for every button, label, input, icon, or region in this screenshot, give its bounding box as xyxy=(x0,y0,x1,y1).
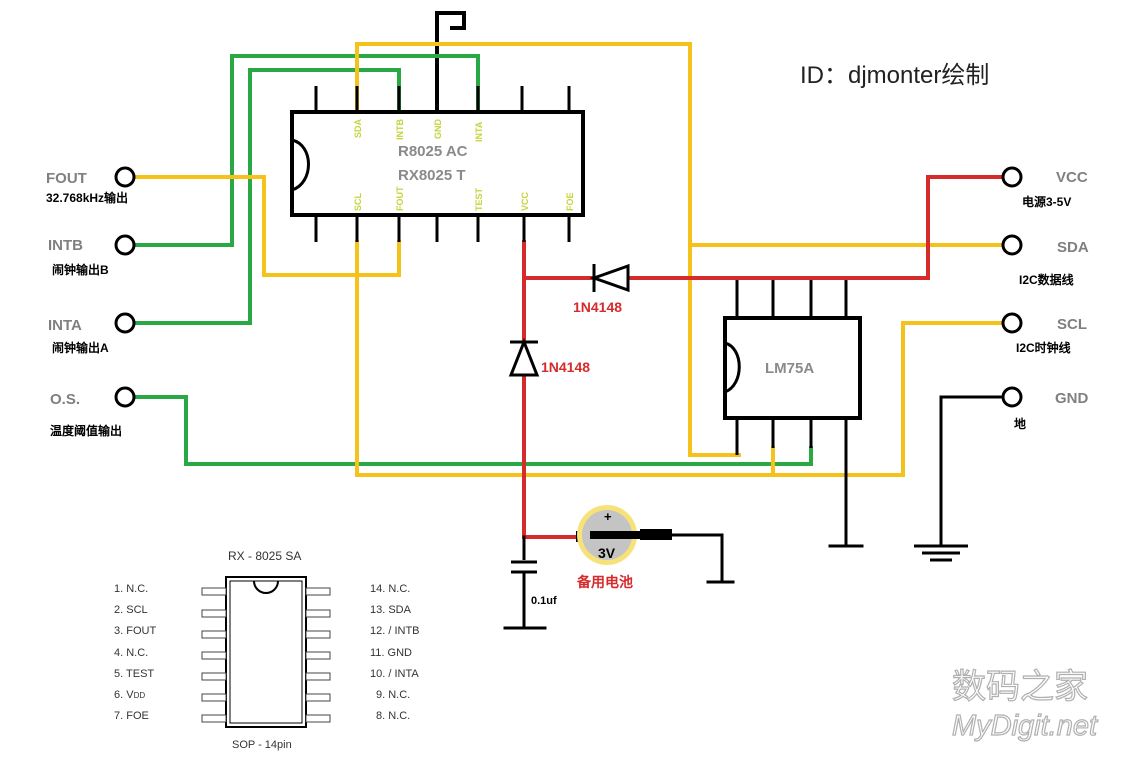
pkg-pin-11: 11. GND xyxy=(370,647,412,659)
rtc-pin-sda: SDA xyxy=(353,118,363,138)
author-id: ID：djmonter绘制 xyxy=(800,62,989,89)
package-footer: SOP - 14pin xyxy=(232,739,292,751)
battery-plus: + xyxy=(604,509,612,524)
rtc-pin-test: TEST xyxy=(474,187,484,211)
terminal-os-desc: 温度阈值输出 xyxy=(50,423,122,438)
right-terminals: VCC 电源3-5V SDA I2C数据线 SCL I2C时钟线 GND 地 xyxy=(1001,166,1089,431)
pkg-pin-3: 3. FOUT xyxy=(114,625,156,637)
terminal-vcc-desc: 电源3-5V xyxy=(1022,194,1071,209)
wire-sda xyxy=(355,42,741,457)
terminal-intb-label: INTB xyxy=(48,237,83,254)
wire-fout xyxy=(135,175,401,277)
pkg-pin-5: 5. TEST xyxy=(114,668,154,680)
terminal-scl[interactable] xyxy=(1001,312,1023,334)
terminal-gnd-label: GND xyxy=(1055,390,1089,407)
terminal-inta[interactable] xyxy=(114,312,136,334)
capacitor xyxy=(510,560,538,574)
terminal-intb-desc: 闹钟输出B xyxy=(52,262,109,277)
rtc-pin-fout: FOUT xyxy=(395,186,405,211)
pkg-pin-6: 6. VDD xyxy=(114,689,145,701)
diode-1-label: 1N4148 xyxy=(573,299,622,315)
pkg-pin-10: 10. / INTA xyxy=(370,668,419,680)
terminal-fout-desc: 32.768kHz输出 xyxy=(46,190,128,205)
rtc-name-2: RX8025 T xyxy=(398,167,466,184)
terminal-gnd[interactable] xyxy=(1001,386,1023,408)
wires xyxy=(135,11,1002,630)
pkg-pin-9: 9. N.C. xyxy=(376,689,410,701)
ground-symbol xyxy=(914,544,968,562)
pkg-pin-13: 13. SDA xyxy=(370,604,412,616)
wire-intb xyxy=(135,54,480,247)
rtc-name-1: R8025 AC xyxy=(398,143,468,160)
watermark-cn: 数码之家 xyxy=(952,668,1088,706)
lm75-chip: LM75A xyxy=(723,280,862,455)
wire-os xyxy=(135,395,813,466)
terminal-scl-label: SCL xyxy=(1057,316,1087,333)
terminal-scl-desc: I2C时钟线 xyxy=(1016,340,1071,355)
watermark: 数码之家 MyDigit.net xyxy=(951,667,1099,742)
wire-scl xyxy=(355,240,1002,477)
package-diagram: RX - 8025 SA 1. N.C. 2. SCL 3. FOUT 4. N… xyxy=(114,549,420,751)
terminal-inta-label: INTA xyxy=(48,317,82,334)
terminal-sda[interactable] xyxy=(1001,234,1023,256)
lm75-notch xyxy=(724,341,741,394)
battery-voltage: 3V xyxy=(598,545,616,561)
package-title: RX - 8025 SA xyxy=(228,549,301,563)
diode-2-label: 1N4148 xyxy=(541,359,590,375)
diode-vertical xyxy=(508,337,540,377)
rtc-notch xyxy=(291,138,310,192)
lm75-name: LM75A xyxy=(765,360,814,377)
pkg-pin-14: 14. N.C. xyxy=(370,583,410,595)
package-pins-right xyxy=(305,587,331,723)
rtc-pin-intb: INTB xyxy=(395,119,405,140)
rtc-pin-inta: INTA xyxy=(474,121,484,142)
pkg-pin-2: 2. SCL xyxy=(114,604,148,616)
terminal-fout-label: FOUT xyxy=(46,170,87,187)
rtc-top-pins xyxy=(314,86,571,112)
watermark-en: MyDigit.net xyxy=(952,710,1099,742)
package-body xyxy=(225,576,307,728)
rtc-pin-scl: SCL xyxy=(353,192,363,211)
rtc-chip: R8025 AC RX8025 T SDA INTB GND INTA SCL … xyxy=(290,86,585,242)
terminal-fout[interactable] xyxy=(114,166,136,188)
terminal-vcc[interactable] xyxy=(1001,166,1023,188)
package-pins-left xyxy=(201,587,227,723)
wire-vcc xyxy=(522,175,1002,280)
rtc-pin-vcc: VCC xyxy=(520,191,530,211)
terminal-vcc-label: VCC xyxy=(1056,169,1088,186)
pkg-pin-6-sub: DD xyxy=(134,691,146,700)
rtc-pin-foe: FOE xyxy=(565,192,575,211)
diode-horizontal xyxy=(589,263,630,293)
left-terminals: FOUT 32.768kHz输出 INTB 闹钟输出B INTA 闹钟输出A O… xyxy=(46,166,136,438)
terminal-gnd-desc: 地 xyxy=(1014,416,1026,431)
pkg-pin-12: 12. / INTB xyxy=(370,625,420,637)
pkg-pin-7: 7. FOE xyxy=(114,710,149,722)
rtc-body xyxy=(290,110,585,217)
pkg-pin-4: 4. N.C. xyxy=(114,647,148,659)
wire-inta xyxy=(135,68,401,325)
pkg-pin-6-main: 6. V xyxy=(114,689,134,701)
rtc-bottom-pins xyxy=(314,215,571,242)
wire-gnd-right xyxy=(939,395,1002,548)
capacitor-label: 0.1uf xyxy=(531,595,557,607)
lm75-body xyxy=(723,316,862,420)
battery xyxy=(576,505,672,565)
wire-battery-neg xyxy=(670,533,724,584)
terminal-os[interactable] xyxy=(114,386,136,408)
pkg-pin-8: 8. N.C. xyxy=(376,710,410,722)
pkg-pin-1: 1. N.C. xyxy=(114,583,148,595)
terminal-sda-desc: I2C数据线 xyxy=(1019,272,1074,287)
wire-gnd-top xyxy=(435,11,466,114)
terminal-sda-label: SDA xyxy=(1057,239,1089,256)
terminal-intb[interactable] xyxy=(114,234,136,256)
terminal-inta-desc: 闹钟输出A xyxy=(52,340,109,355)
terminal-os-label: O.S. xyxy=(50,391,80,408)
battery-label: 备用电池 xyxy=(576,574,633,590)
rtc-pin-gnd: GND xyxy=(433,119,443,140)
